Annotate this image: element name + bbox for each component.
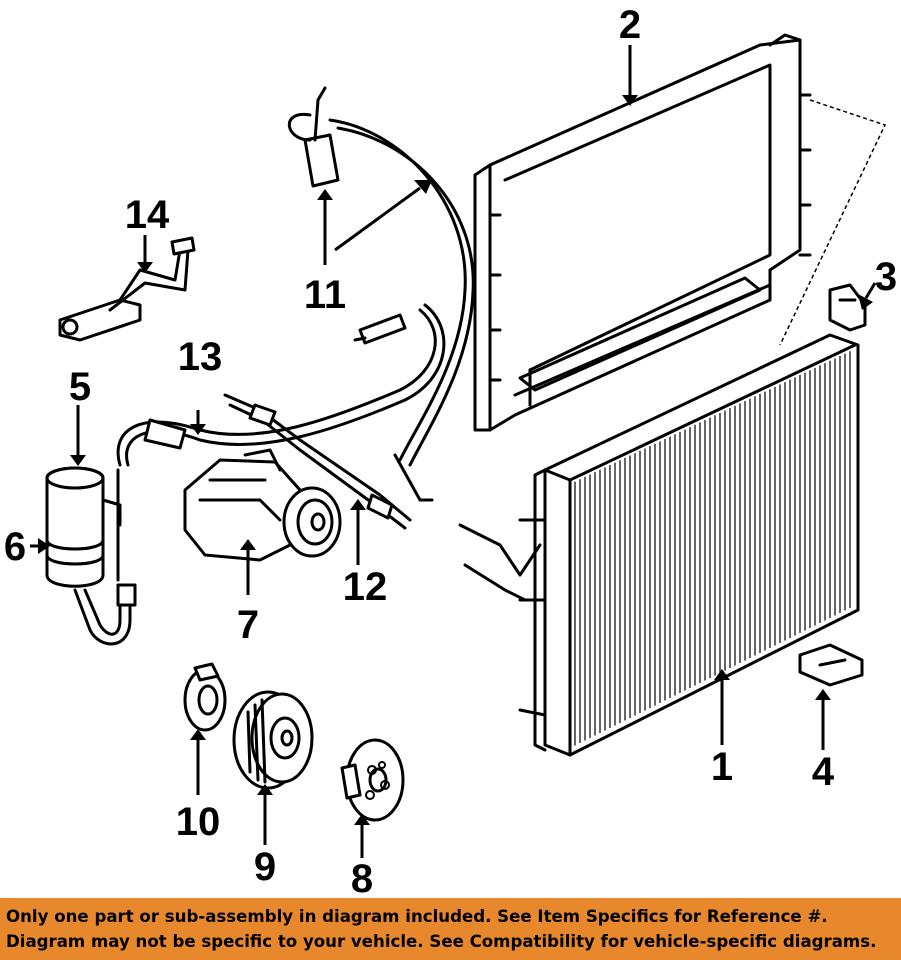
- callout-10: 10: [176, 800, 221, 844]
- callout-2: 2: [619, 3, 641, 47]
- notice-line-1: Only one part or sub-assembly in diagram…: [6, 907, 828, 926]
- callout-11: 11: [304, 273, 346, 317]
- suction-hose: [116, 303, 446, 467]
- callout-8: 8: [351, 857, 373, 898]
- leader-lines: [30, 45, 877, 858]
- callout-5: 5: [69, 365, 91, 409]
- liquid-line: [223, 393, 542, 602]
- ac-parts-diagram: 2 1 3 4 5 6 7 8 9 10 11 12 13 14: [4, 3, 897, 898]
- compressor: [183, 448, 342, 562]
- callout-1: 1: [711, 745, 733, 789]
- lower-bracket: [798, 643, 864, 687]
- clutch-hub: [340, 738, 405, 822]
- condenser: [518, 333, 860, 757]
- discharge-hose-assembly: [287, 86, 475, 502]
- callout-14: 14: [125, 193, 170, 237]
- accumulator: [45, 466, 137, 646]
- condenser-frame: [473, 33, 812, 432]
- alignment-line: [779, 99, 887, 346]
- pressure-switch-line: [58, 236, 196, 342]
- callout-9: 9: [254, 845, 276, 889]
- clutch-pulley: [232, 690, 314, 790]
- callout-13: 13: [178, 335, 223, 379]
- callout-6: 6: [4, 525, 26, 569]
- callout-3: 3: [875, 255, 897, 299]
- condenser-fins: [574, 351, 851, 746]
- upper-bracket: [828, 283, 867, 332]
- pulley-bearing: [183, 662, 227, 732]
- notice-banner: Only one part or sub-assembly in diagram…: [0, 898, 901, 960]
- callout-4: 4: [812, 750, 835, 794]
- callout-12: 12: [343, 565, 388, 609]
- callout-7: 7: [237, 603, 259, 647]
- notice-line-2: Diagram may not be specific to your vehi…: [6, 932, 877, 951]
